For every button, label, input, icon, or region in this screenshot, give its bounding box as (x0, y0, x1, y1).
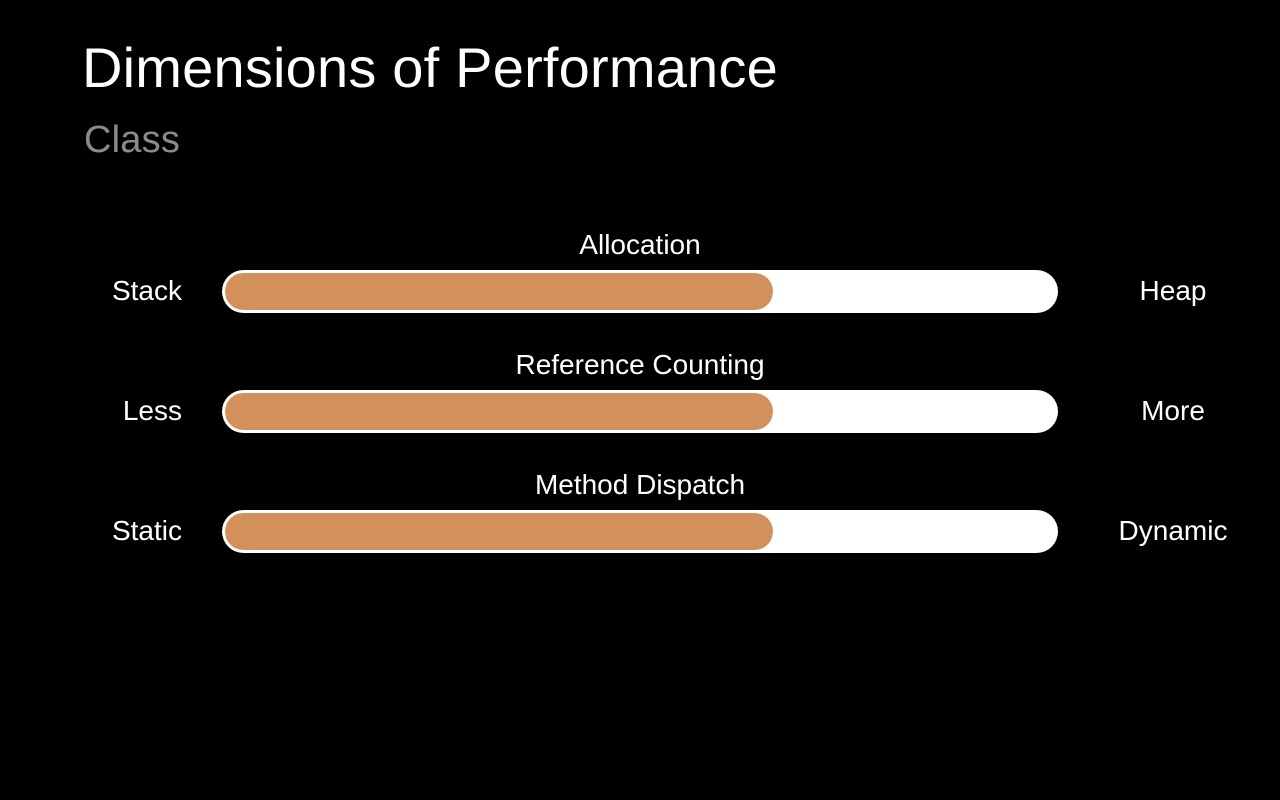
dimension-right-label: Dynamic (1118, 515, 1228, 546)
dimension-caption: Allocation (579, 229, 701, 260)
dimension-row: Allocation Stack Heap (0, 228, 1280, 328)
dimension-right-label: Heap (1139, 275, 1207, 306)
dimension-slider-fill (225, 393, 773, 430)
dimension-caption: Method Dispatch (534, 469, 746, 500)
dimension-caption: Reference Counting (515, 349, 765, 380)
page-subtitle: Class (84, 119, 181, 161)
dimension-right-label: More (1141, 395, 1205, 426)
dimension-row: Method Dispatch Static Dynamic (0, 468, 1280, 568)
dimension-slider-track[interactable] (222, 390, 1058, 433)
dimension-slider-track[interactable] (222, 510, 1058, 553)
dimension-left-label: Static (111, 515, 182, 546)
dimension-left-label: Less (122, 395, 182, 426)
dimension-slider-fill (225, 513, 773, 550)
page-title: Dimensions of Performance (82, 36, 778, 99)
dimension-slider-track[interactable] (222, 270, 1058, 313)
dimension-row: Reference Counting Less More (0, 348, 1280, 448)
dimension-left-label: Stack (111, 275, 182, 306)
dimension-slider-fill (225, 273, 773, 310)
